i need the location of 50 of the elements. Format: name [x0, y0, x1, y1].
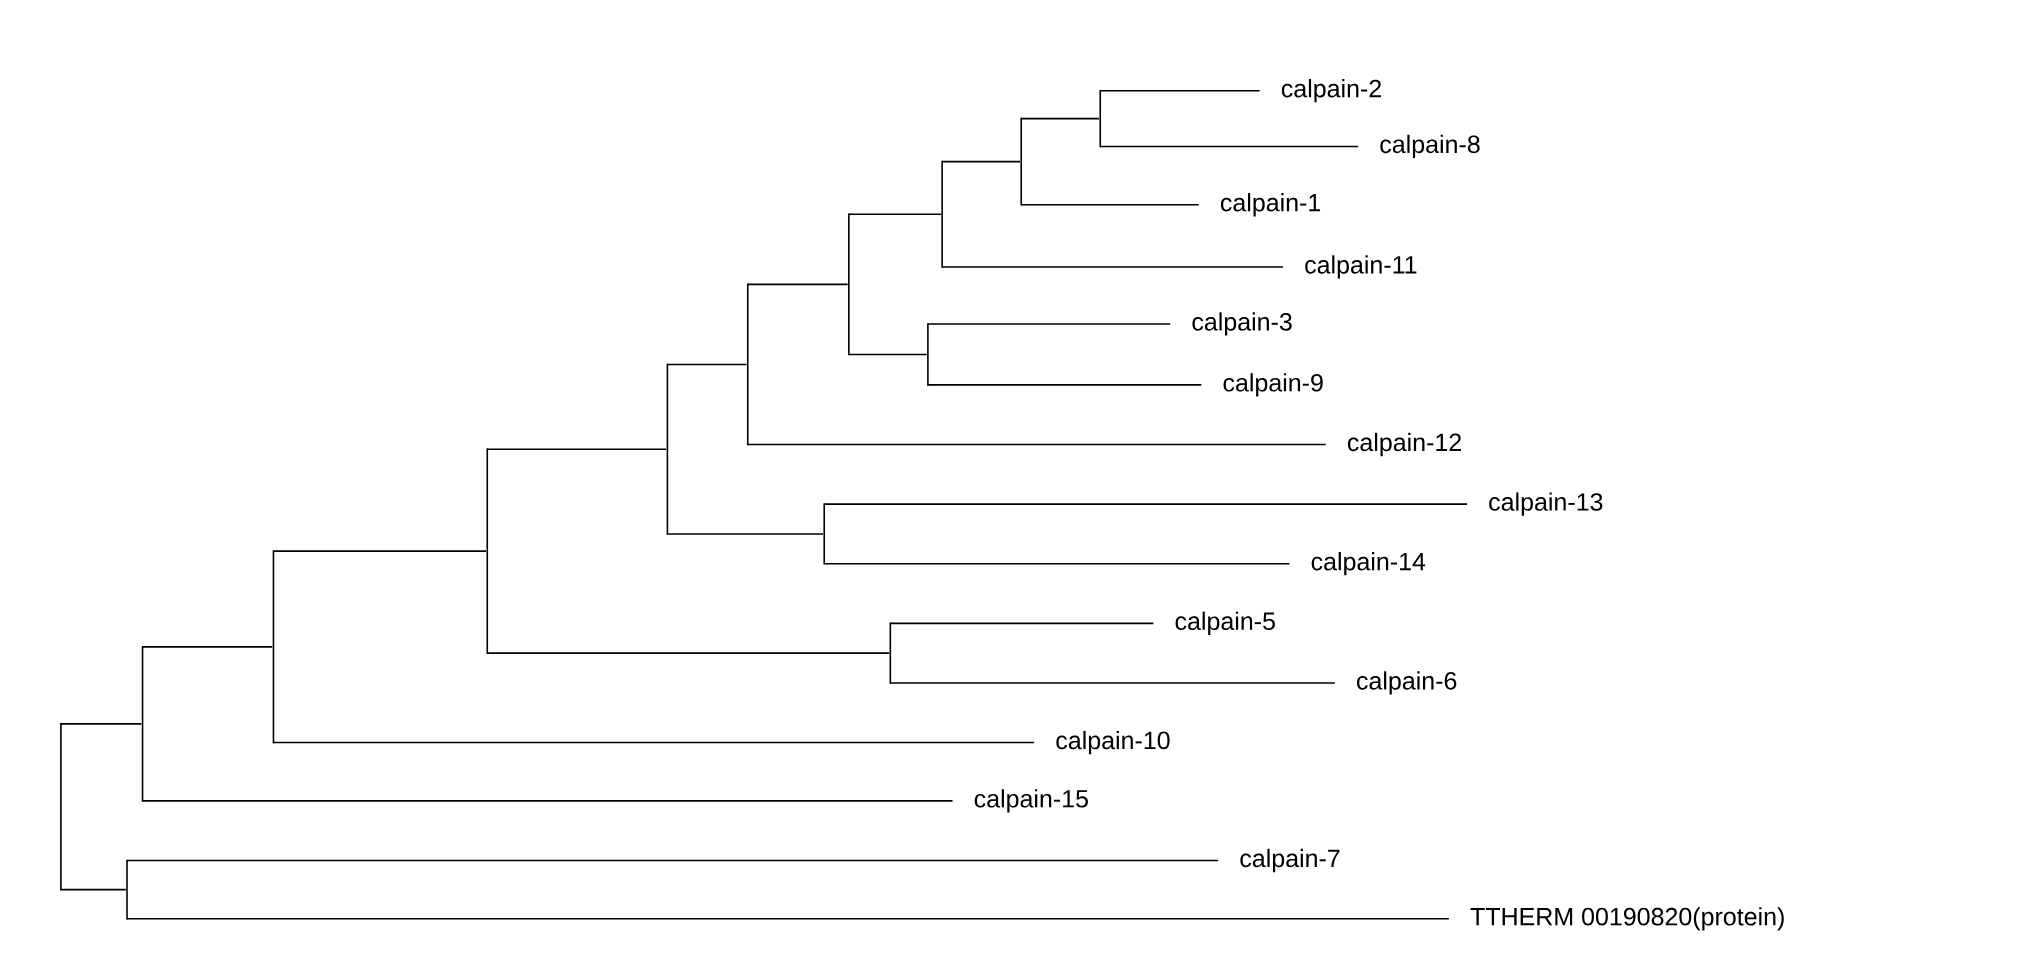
leaf-label: TTHERM 00190820(protein)	[1470, 907, 1784, 931]
branch-line	[60, 723, 143, 725]
branch-line	[1020, 203, 1200, 206]
leaf-label: calpain-5	[1175, 611, 1275, 635]
branch-line	[666, 533, 824, 535]
leaf-label: calpain-2	[1281, 79, 1381, 103]
leaf-label: calpain-14	[1311, 552, 1426, 576]
leaf-label: calpain-3	[1192, 312, 1292, 336]
branch-line	[141, 646, 274, 648]
leaf-label: calpain-9	[1223, 373, 1323, 397]
leaf-label: calpain-15	[974, 789, 1088, 813]
branch-line	[941, 160, 1021, 163]
branch-line	[272, 741, 1035, 744]
leaf-label: calpain-8	[1380, 134, 1480, 159]
branch-line	[666, 363, 748, 366]
leaf-label: calpain-7	[1240, 848, 1340, 873]
branch-line	[1099, 89, 1261, 92]
branch-bar	[666, 363, 669, 535]
branch-line	[848, 213, 942, 216]
branch-line	[889, 682, 1336, 684]
branch-line	[60, 888, 127, 891]
branch-line	[927, 323, 1172, 325]
branch-line	[823, 503, 1468, 505]
branch-line	[1099, 145, 1359, 148]
branch-bar	[272, 550, 275, 744]
branch-line	[141, 800, 954, 802]
branch-line	[1020, 117, 1100, 120]
branch-bar	[486, 448, 489, 654]
leaf-label: calpain-6	[1357, 671, 1457, 695]
branch-line	[272, 550, 487, 552]
leaf-label: calpain-1	[1220, 193, 1321, 217]
branch-line	[927, 384, 1203, 386]
branch-line	[823, 562, 1291, 565]
leaf-label: calpain-12	[1347, 432, 1461, 457]
branch-bar	[1099, 89, 1102, 148]
branch-bar	[141, 646, 144, 802]
branch-line	[889, 622, 1155, 625]
branch-line	[126, 859, 1219, 862]
branch-line	[746, 443, 1327, 446]
branch-line	[486, 652, 890, 654]
leaf-label: calpain-10	[1056, 730, 1170, 755]
branch-bar	[746, 283, 749, 446]
leaf-label: calpain-11	[1305, 255, 1417, 279]
leaf-label: calpain-13	[1489, 492, 1603, 516]
branch-line	[848, 353, 928, 356]
branch-line	[746, 283, 849, 286]
branch-line	[941, 266, 1284, 268]
branch-bar	[889, 622, 892, 684]
branch-line	[486, 448, 667, 450]
branch-line	[126, 918, 1450, 920]
